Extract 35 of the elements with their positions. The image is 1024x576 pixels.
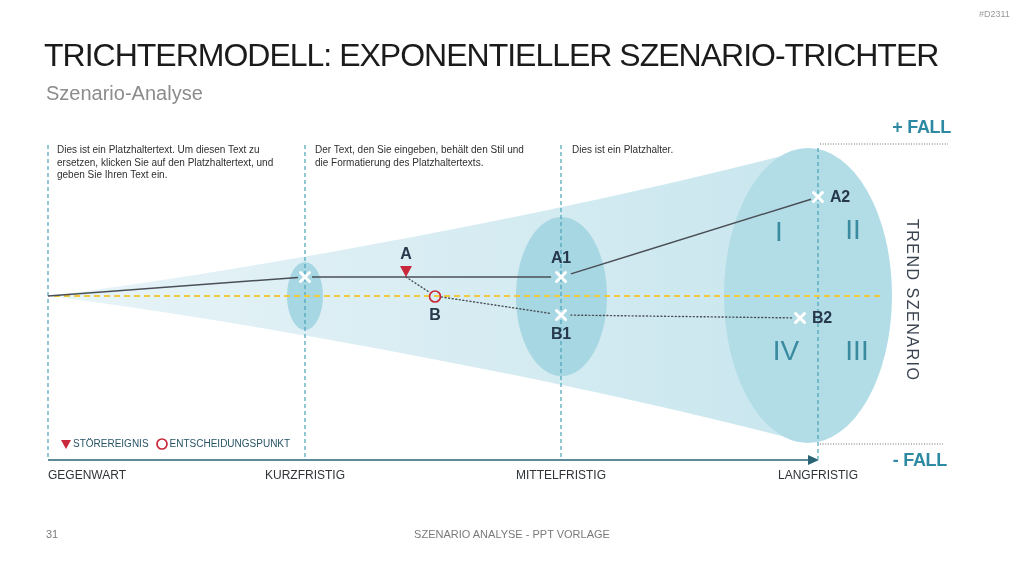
legend-text: STÖREREIGNIS	[73, 438, 149, 450]
connector-line	[47, 276, 299, 297]
connector-line	[570, 198, 812, 275]
point-label: A2	[830, 189, 850, 205]
point-label: A	[400, 246, 412, 262]
axis-title: TREND SZENARIO	[904, 219, 920, 382]
slide-id: #D2311	[979, 9, 1010, 20]
quadrant-numeral: II	[845, 216, 861, 244]
point-label: B	[429, 306, 441, 323]
cross-marker-icon	[298, 270, 312, 284]
connector-line	[311, 276, 407, 278]
case-label: - FALL	[892, 450, 947, 472]
timeline-label: MITTELFRISTIG	[516, 468, 606, 483]
timeline-label: LANGFRISTIG	[778, 468, 858, 483]
note-text: Der Text, den Sie eingeben, behält den Stil und die Formatierung des Platzhaltertexts.	[315, 144, 525, 169]
point-label: B1	[551, 326, 571, 342]
point-label: B2	[812, 310, 832, 326]
subtitle: Szenario-Analyse	[46, 81, 203, 105]
point-label: A1	[551, 250, 571, 266]
legend-text: ENTSCHEIDUNGSPUNKT	[169, 438, 291, 450]
footer-text: SZENARIO ANALYSE - PPT VORLAGE	[414, 528, 610, 542]
note-text: Dies ist ein Platzhalter.	[572, 144, 675, 157]
timeline-label: KURZFRISTIG	[265, 468, 345, 483]
connector-line	[405, 276, 552, 278]
slide-title: TRICHTERMODELL: EXPONENTIELLER SZENARIO-TRICHTER	[44, 37, 939, 74]
page-number: 31	[46, 528, 59, 542]
dotted-connector	[440, 296, 552, 315]
note-text: Dies ist ein Platzhaltertext. Um diesen Text zu ersetzen, klicken Sie auf den Platzhaltertext, und geben Sie Ihren Text ein.	[57, 144, 275, 182]
quadrant-numeral: IV	[772, 337, 800, 365]
case-label: + FALL	[892, 117, 951, 139]
quadrant-numeral: I	[775, 218, 783, 246]
timeline-label: GEGENWART	[48, 468, 126, 483]
dotted-connector	[405, 276, 430, 293]
dotted-connector	[570, 314, 794, 319]
quadrant-numeral: III	[845, 337, 869, 365]
